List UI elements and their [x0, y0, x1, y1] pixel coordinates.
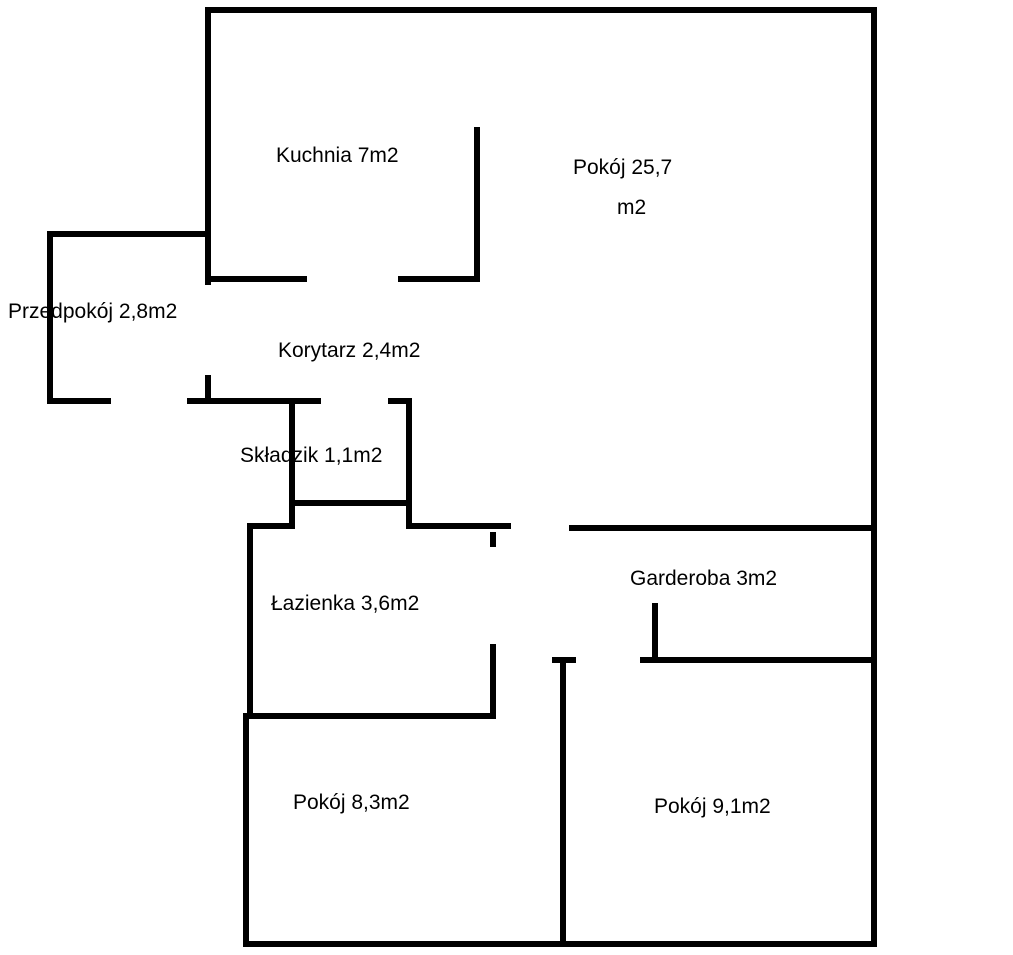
- label-pokoj-9: Pokój 9,1m2: [654, 795, 771, 818]
- label-korytarz: Korytarz 2,4m2: [278, 339, 420, 362]
- label-garderoba: Garderoba 3m2: [630, 567, 777, 590]
- label-lazienka: Łazienka 3,6m2: [271, 592, 419, 615]
- label-pokoj-8: Pokój 8,3m2: [293, 791, 410, 814]
- walls: [47, 7, 877, 947]
- label-pokoj-duzy-line2: m2: [617, 196, 646, 219]
- label-kuchnia: Kuchnia 7m2: [276, 144, 399, 167]
- label-pokoj-duzy-line1: Pokój 25,7: [573, 156, 672, 179]
- label-skladzik: Składzik 1,1m2: [240, 444, 382, 467]
- label-przedpokoj: Przedpokój 2,8m2: [8, 300, 177, 323]
- room-labels: Kuchnia 7m2 Pokój 25,7 m2 Przedpokój 2,8…: [8, 144, 777, 818]
